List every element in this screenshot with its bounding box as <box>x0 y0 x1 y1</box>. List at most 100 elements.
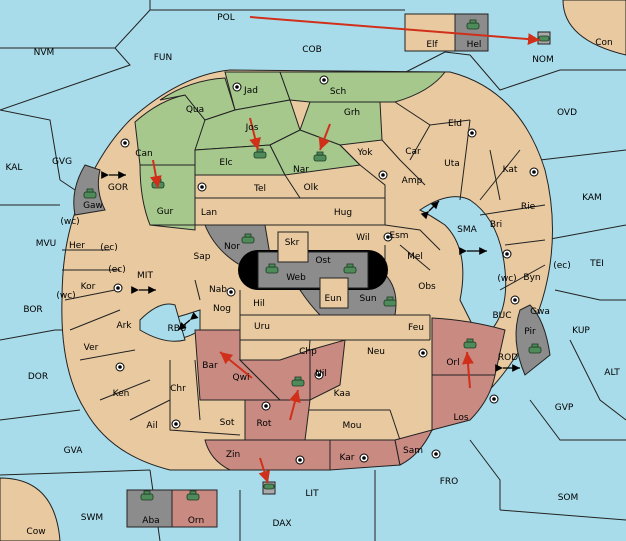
region-gur[interactable] <box>139 164 196 231</box>
region-rot[interactable] <box>244 399 311 441</box>
label-kam: KAM <box>582 193 602 203</box>
label-hug: Hug <box>334 208 352 218</box>
connector-arrows <box>101 171 520 372</box>
label-grh: Grh <box>344 108 360 118</box>
region-skr[interactable] <box>277 231 309 263</box>
label-ver: Ver <box>84 343 99 353</box>
region-sam[interactable] <box>394 429 433 466</box>
region-grh[interactable] <box>299 101 383 146</box>
label-som: SOM <box>558 493 579 503</box>
label-sun: Sun <box>359 294 376 304</box>
label-qua: Qua <box>186 105 204 115</box>
label-hel: Hel <box>467 40 482 50</box>
label-gva: GVA <box>64 446 84 456</box>
label-jos: Jos <box>245 123 259 133</box>
label-sma: SMA <box>457 225 477 235</box>
label-neu: Neu <box>367 347 385 357</box>
label-wc3: (wc) <box>497 274 516 284</box>
label-swm: SWM <box>81 513 103 523</box>
label-her: Her <box>69 241 85 251</box>
label-nom: NOM <box>532 55 554 65</box>
label-uta: Uta <box>444 159 460 169</box>
region-eun[interactable] <box>319 277 349 309</box>
label-gvg: GVG <box>52 157 72 167</box>
label-pir: Pir <box>524 327 536 337</box>
label-eun: Eun <box>324 294 341 304</box>
label-eld: Eld <box>448 119 462 129</box>
label-rot: Rot <box>257 419 272 429</box>
label-jad: Jad <box>243 86 258 96</box>
region-elc[interactable] <box>194 144 286 176</box>
inner-channel-rbu[interactable] <box>139 303 186 342</box>
label-ec3: (ec) <box>553 261 571 271</box>
label-fun: FUN <box>154 53 173 63</box>
label-esm: Esm <box>389 231 408 241</box>
label-wc2: (wc) <box>56 291 75 301</box>
label-chp: Chp <box>299 347 317 357</box>
label-gor: GOR <box>108 183 128 193</box>
label-elf: Elf <box>426 40 438 50</box>
label-cow: Cow <box>26 527 45 537</box>
label-sch: Sch <box>330 87 346 97</box>
label-kaa: Kaa <box>334 389 351 399</box>
label-tel: Tel <box>253 184 266 194</box>
label-ken: Ken <box>113 389 130 399</box>
region-pir[interactable] <box>515 304 551 376</box>
label-mel: Mel <box>407 252 423 262</box>
label-pol: POL <box>217 13 235 23</box>
label-ail: Ail <box>146 421 157 431</box>
region-los[interactable] <box>431 374 496 431</box>
label-amp: Amp <box>402 176 423 186</box>
label-fro: FRO <box>440 477 459 487</box>
label-ec1: (ec) <box>100 243 118 253</box>
label-feu: Feu <box>408 323 424 333</box>
label-buc: BUC <box>492 311 511 321</box>
label-orl: Orl <box>446 358 459 368</box>
region-zin[interactable] <box>204 439 331 471</box>
label-ec2: (ec) <box>108 265 126 275</box>
label-nar: Nar <box>293 165 309 175</box>
label-cob: COB <box>302 45 322 55</box>
label-bri: Bri <box>490 220 502 230</box>
label-nog: Nog <box>213 304 231 314</box>
label-gvp: GVP <box>555 403 574 413</box>
label-byn: Byn <box>523 273 540 283</box>
label-dor: DOR <box>28 372 48 382</box>
label-mvu: MVU <box>36 239 57 249</box>
label-gwa: Gwa <box>530 307 550 317</box>
label-lan: Lan <box>201 208 217 218</box>
label-kor: Kor <box>81 282 96 292</box>
label-obs: Obs <box>418 282 436 292</box>
label-qwi: Qwi <box>233 373 250 383</box>
label-zin: Zin <box>226 450 240 460</box>
label-ovd: OVD <box>557 108 577 118</box>
label-dax: DAX <box>272 519 291 529</box>
label-olk: Olk <box>304 183 320 193</box>
move-arrows <box>149 16 541 484</box>
label-sot: Sot <box>220 418 235 428</box>
label-lit: LIT <box>305 489 319 499</box>
label-hil: Hil <box>253 299 265 309</box>
label-kup: KUP <box>572 326 590 336</box>
label-nvm: NVM <box>34 48 55 58</box>
label-gaw: Gaw <box>83 201 103 211</box>
region-nil[interactable] <box>309 339 346 401</box>
label-ark: Ark <box>116 321 132 331</box>
label-kal: KAL <box>6 163 23 173</box>
label-tei: TEI <box>589 259 604 269</box>
label-mit: MIT <box>137 271 153 281</box>
label-alt: ALT <box>604 368 620 378</box>
label-nil: Nil <box>315 369 327 379</box>
label-orn: Orn <box>188 516 204 526</box>
inner-channel-sma[interactable] <box>419 196 507 341</box>
region-orn[interactable] <box>171 489 218 528</box>
label-gur: Gur <box>157 207 174 217</box>
label-wil: Wil <box>356 233 370 243</box>
label-uru: Uru <box>254 322 270 332</box>
label-can: Can <box>135 149 153 159</box>
label-wc1: (wc) <box>60 217 79 227</box>
label-bor: BOR <box>23 305 42 315</box>
label-sam: Sam <box>403 446 423 456</box>
